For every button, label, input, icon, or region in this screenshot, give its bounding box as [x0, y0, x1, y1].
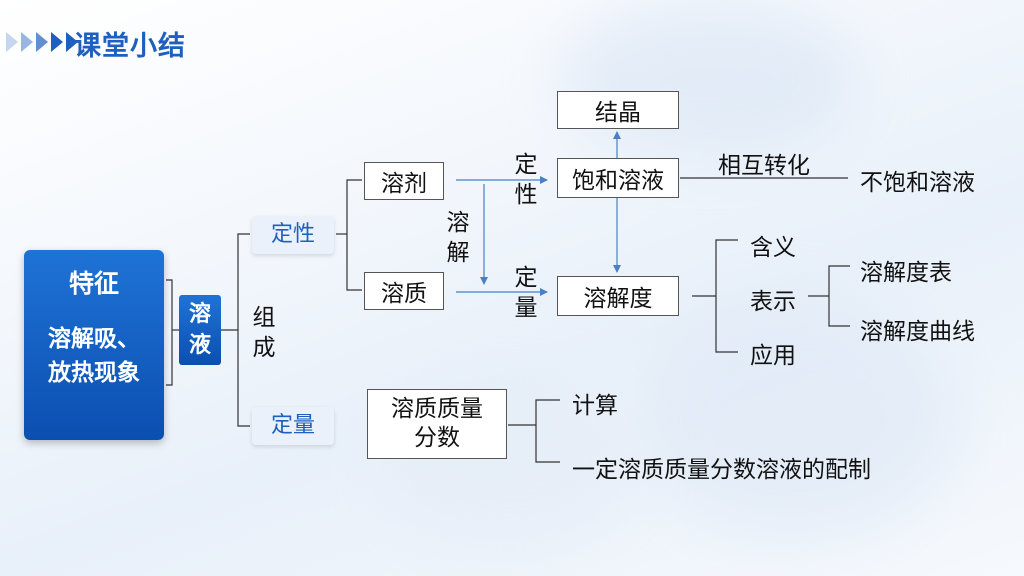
meaning-label: 含义 [750, 228, 796, 262]
unsaturated-solution-label: 不饱和溶液 [860, 163, 975, 197]
solvent-node: 溶剂 [364, 162, 444, 200]
solubility-node: 溶解度 [557, 276, 679, 316]
solution-char-2: 液 [179, 330, 221, 361]
feature-desc-line-2: 放热现象 [24, 356, 164, 390]
solution-preparation-label: 一定溶质质量分数溶液的配制 [572, 450, 871, 484]
application-label: 应用 [750, 336, 796, 370]
feature-description: 溶解吸、 放热现象 [24, 322, 164, 390]
dissolve-label: 溶 解 [446, 208, 470, 268]
solution-node: 溶 液 [179, 295, 221, 365]
feature-title: 特征 [24, 264, 164, 300]
qualitative-arrow-label: 定 性 [514, 150, 538, 210]
solubility-table-label: 溶解度表 [860, 253, 952, 287]
saturated-solution-node: 饱和溶液 [557, 158, 679, 198]
feature-box: 特征 溶解吸、 放热现象 [24, 250, 164, 440]
mass-fraction-line-2: 分数 [414, 424, 460, 453]
solution-char-1: 溶 [179, 299, 221, 330]
feature-desc-line-1: 溶解吸、 [24, 322, 164, 356]
qualitative-branch: 定性 [252, 216, 334, 254]
quantitative-arrow-label: 定 量 [514, 263, 538, 323]
mutual-conversion-label: 相互转化 [718, 146, 810, 180]
quantitative-branch: 定量 [252, 407, 334, 445]
crystallization-node: 结晶 [557, 91, 679, 129]
calculation-label: 计算 [572, 386, 618, 420]
mass-fraction-node: 溶质质量 分数 [367, 389, 507, 459]
solute-node: 溶质 [364, 272, 444, 310]
composition-label: 组 成 [252, 303, 276, 363]
mass-fraction-line-1: 溶质质量 [391, 395, 483, 424]
solubility-curve-label: 溶解度曲线 [860, 312, 975, 346]
representation-label: 表示 [750, 282, 796, 316]
